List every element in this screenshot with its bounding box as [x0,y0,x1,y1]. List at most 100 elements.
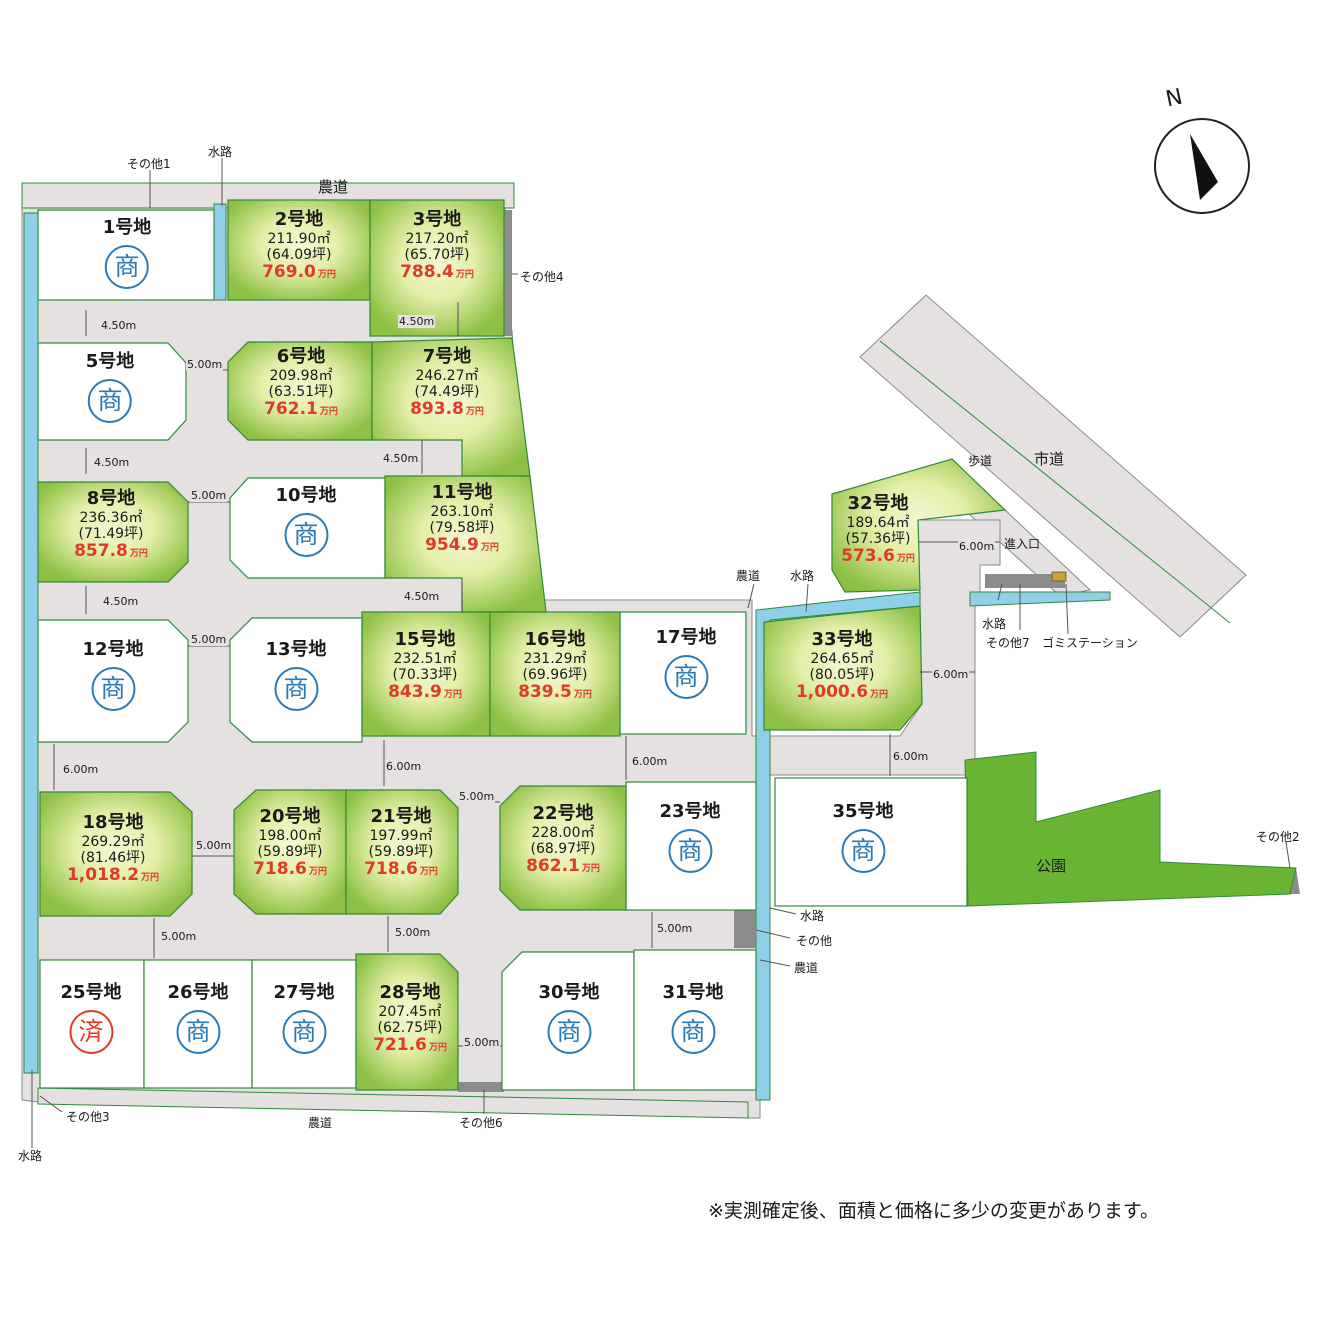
other-1-label: その他1 [127,157,171,171]
commercial-stamp-icon: 商 [284,512,328,557]
park-label: 公園 [1036,857,1067,875]
commercial-stamp-icon: 商 [176,1009,220,1054]
commercial-stamp-icon: 商 [547,1009,591,1054]
waterway-label: 水路 [208,145,233,159]
lot-number: 32号地 [847,493,909,514]
city-road [859,294,1247,638]
lot-18-shape[interactable] [39,791,193,917]
lot-area: 263.10㎡ [430,503,494,520]
road-width: 6.00m [892,750,930,763]
lot-number: 25号地 [60,982,122,1003]
lot-number: 12号地 [82,639,144,660]
lot-8-shape[interactable] [37,481,189,583]
lot-1[interactable]: 1号地 商 [102,217,152,289]
lot-tsubo: (62.75坪) [377,1019,443,1036]
lot-3-shape[interactable] [369,199,505,337]
lot-tsubo: (74.49坪) [414,383,480,400]
road-width: 4.50m [100,319,138,332]
lot-35[interactable]: 35号地 商 [832,801,894,873]
lot-area: 246.27㎡ [415,367,479,384]
other-mid [734,908,756,948]
lot-number: 35号地 [832,801,894,822]
lot-16-shape[interactable] [489,611,621,737]
lot-21-shape[interactable] [345,789,459,915]
waterway-top [213,203,227,301]
lot-area: 189.64㎡ [846,514,910,531]
road-width: 5.00m [186,358,224,371]
lot-tsubo: (81.46坪) [80,849,146,866]
other-4 [504,210,512,336]
lot-32-shape[interactable] [831,458,1007,593]
lot-12[interactable]: 12号地 商 [82,639,144,711]
lot-27[interactable]: 27号地 商 [273,982,335,1054]
lot-area: 198.00㎡ [258,827,322,844]
lot-area: 264.65㎡ [810,650,874,667]
other-4-label: その他4 [520,270,564,284]
lot-23[interactable]: 23号地 商 [659,801,721,873]
commercial-stamp-icon: 商 [671,1009,715,1054]
lot-number: 6号地 [276,346,326,367]
lot-number: 17号地 [655,627,717,648]
road-width: 6.00m [62,763,100,776]
lot-28-shape[interactable] [355,953,459,1091]
lot-number: 18号地 [82,812,144,833]
lot-17[interactable]: 17号地 商 [655,627,717,699]
other-2-label: その他2 [1256,830,1300,844]
lot-number: 1号地 [102,217,152,238]
lot-tsubo: (79.58坪) [429,519,495,536]
lot-2-shape[interactable] [227,199,371,301]
farm-road-label: 農道 [318,178,349,196]
lot-31[interactable]: 31号地 商 [662,982,724,1054]
waterway-label: 水路 [800,909,825,923]
road-width: 5.00m [463,1036,501,1049]
road-width: 4.50m [398,315,436,328]
lot-25[interactable]: 25号地 済 [60,982,122,1054]
road-width: 4.50m [102,595,140,608]
lot-10[interactable]: 10号地 商 [275,485,337,557]
lot-22-shape[interactable] [499,785,627,911]
lot-tsubo: (59.89坪) [368,843,434,860]
entrance-label: 進入口 [1004,537,1041,551]
other-6 [458,1082,504,1092]
lot-5[interactable]: 5号地 商 [86,351,134,423]
lot-number: 31号地 [662,982,724,1003]
lot-15-shape[interactable] [361,611,491,737]
compass-icon [1154,118,1250,214]
lot-number: 28号地 [379,982,441,1003]
lot-number: 11号地 [431,482,493,503]
garbage-station [1051,571,1067,582]
lot-26[interactable]: 26号地 商 [167,982,229,1054]
lot-area: 217.20㎡ [405,230,469,247]
commercial-stamp-icon: 商 [88,378,132,423]
park [964,751,1297,907]
lot-area: 236.36㎡ [79,509,143,526]
lot-number: 20号地 [259,806,321,827]
lot-tsubo: (57.36坪) [845,530,911,547]
commercial-stamp-icon: 商 [668,828,712,873]
lot-number: 7号地 [422,346,472,367]
lot-13[interactable]: 13号地 商 [265,639,327,711]
road-width: 5.00m [656,922,694,935]
lot-33-shape[interactable] [763,605,923,731]
lot-30[interactable]: 30号地 商 [538,982,600,1054]
lot-tsubo: (59.89坪) [257,843,323,860]
